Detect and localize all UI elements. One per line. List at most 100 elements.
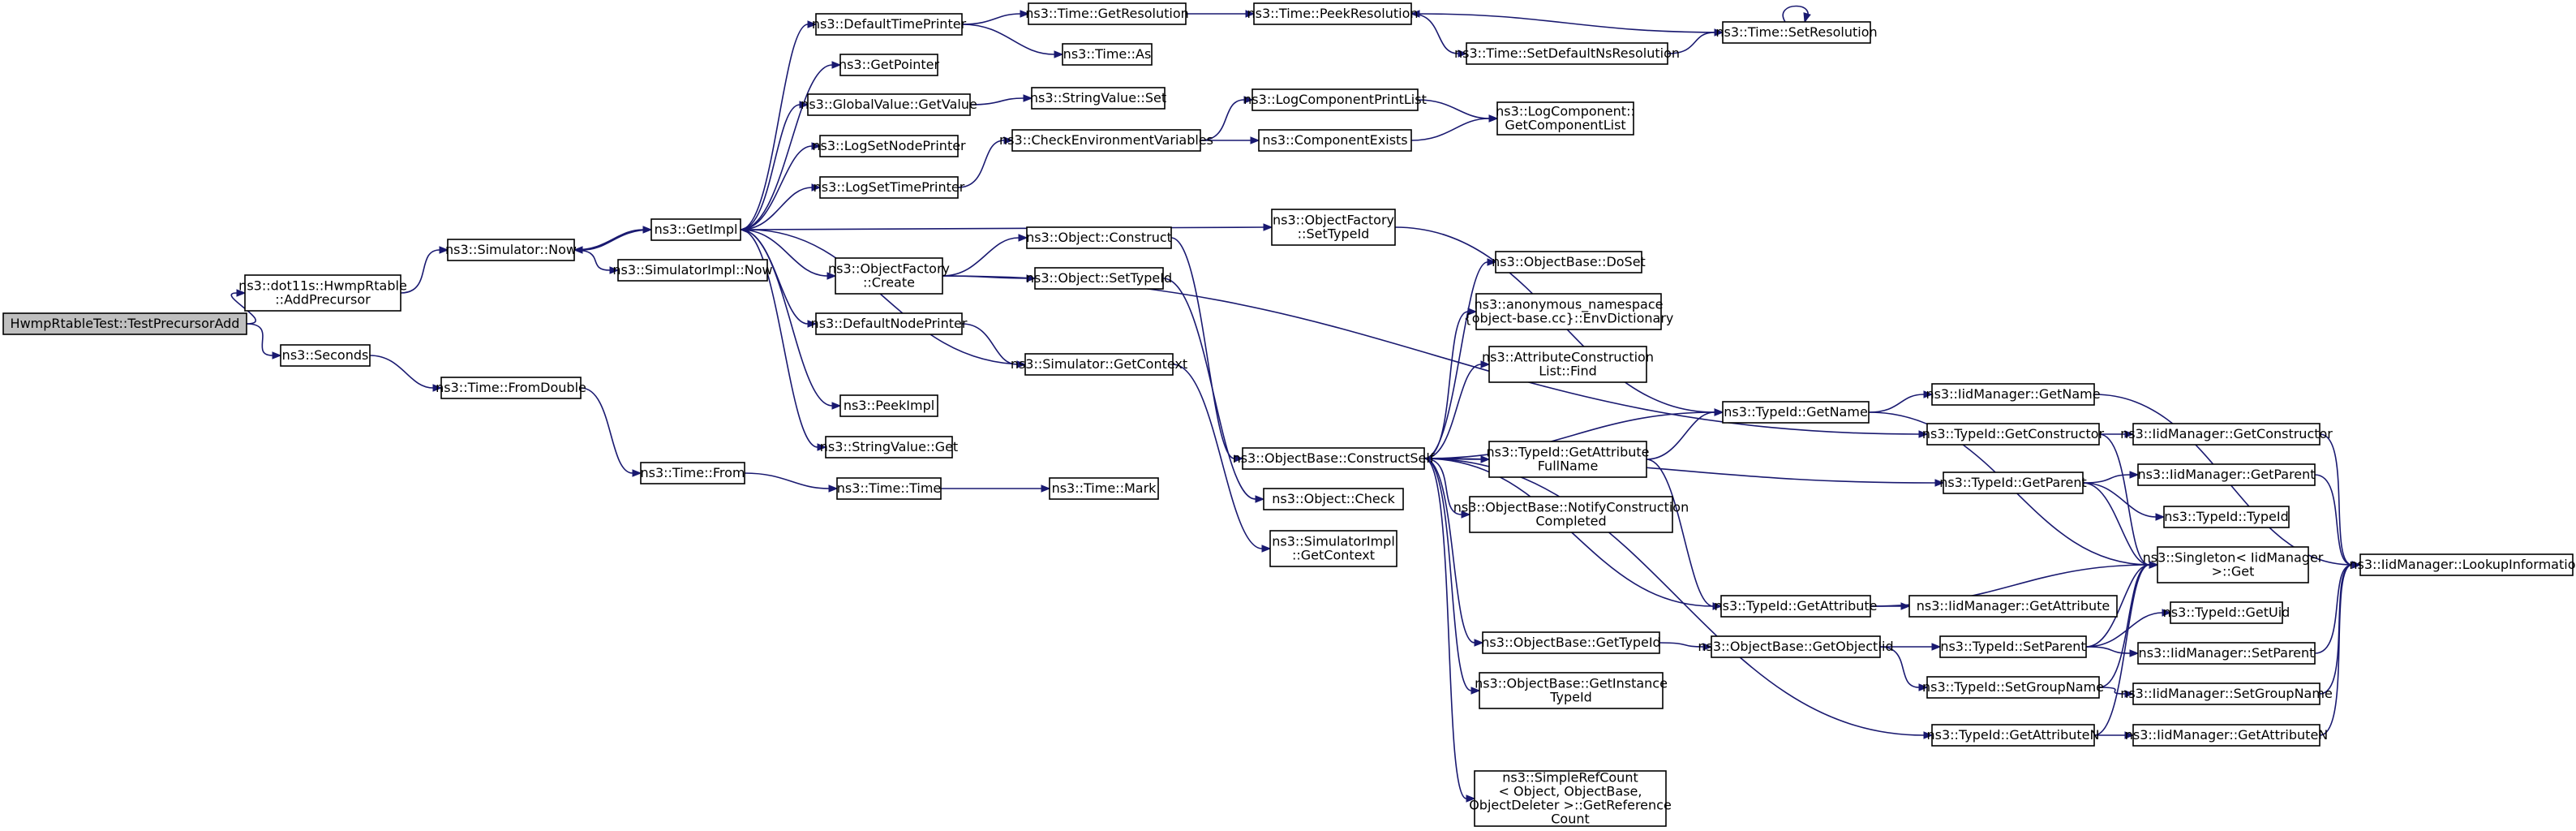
node-envDict[interactable]: ns3::anonymous_namespace{object-base.cc}… <box>1464 293 1674 330</box>
node-box[interactable] <box>617 259 768 282</box>
node-box[interactable] <box>1271 209 1396 246</box>
node-box[interactable] <box>839 54 938 76</box>
node-defNodePrinter[interactable]: ns3::DefaultNodePrinter <box>811 312 968 335</box>
node-box[interactable] <box>440 377 582 399</box>
node-box[interactable] <box>2157 546 2309 583</box>
node-box[interactable] <box>1931 383 2095 406</box>
node-timeTime[interactable]: ns3::Time::Time <box>836 477 942 500</box>
node-fromDouble[interactable]: ns3::Time::FromDouble <box>436 377 586 399</box>
node-ofCreate[interactable]: ns3::ObjectFactory::Create <box>828 257 950 295</box>
node-box[interactable] <box>839 394 938 417</box>
node-box[interactable] <box>1258 129 1412 152</box>
node-svSet[interactable]: ns3::StringValue::Set <box>1030 87 1166 110</box>
node-iidGetConstructor[interactable]: ns3::IidManager::GetConstructor <box>2120 423 2333 446</box>
node-box[interactable] <box>1711 635 1881 658</box>
node-box[interactable] <box>1242 447 1425 470</box>
node-tidGetAttribute[interactable]: ns3::TypeId::GetAttribute <box>1714 595 1878 618</box>
node-box[interactable] <box>2137 642 2316 665</box>
node-simGetContext[interactable]: ns3::Simulator::GetContext <box>1011 353 1187 376</box>
node-box[interactable] <box>280 344 371 367</box>
node-box[interactable] <box>1926 676 2100 699</box>
node-box[interactable] <box>2132 724 2321 747</box>
node-box[interactable] <box>1466 42 1668 65</box>
node-box[interactable] <box>1722 401 1870 424</box>
node-box[interactable] <box>815 13 963 36</box>
node-objConstruct[interactable]: ns3::Object::Construct <box>1026 226 1172 249</box>
node-checkEnv[interactable]: ns3::CheckEnvironmentVariables <box>999 129 1213 152</box>
node-box[interactable] <box>807 93 971 116</box>
node-box[interactable] <box>825 436 953 459</box>
node-box[interactable] <box>1926 423 2100 446</box>
node-iidLookup[interactable]: ns3::IidManager::LookupInformation <box>2349 553 2576 576</box>
node-box[interactable] <box>2132 682 2321 705</box>
node-obGetObjectIid[interactable]: ns3::ObjectBase::GetObjectIid <box>1698 635 1894 658</box>
node-box[interactable] <box>1269 530 1397 567</box>
node-srcGetRef[interactable]: ns3::SimpleRefCount< Object, ObjectBase,… <box>1469 770 1672 827</box>
node-objCheck[interactable]: ns3::Object::Check <box>1263 488 1404 510</box>
node-gvGetValue[interactable]: ns3::GlobalValue::GetValue <box>801 93 977 116</box>
node-iidGetName[interactable]: ns3::IidManager::GetName <box>1926 383 2101 406</box>
node-getPointer[interactable]: ns3::GetPointer <box>839 54 940 76</box>
node-root[interactable]: HwmpRtableTest::TestPrecursorAdd <box>2 312 247 335</box>
node-tidGetUid[interactable]: ns3::TypeId::GetUid <box>2163 601 2290 624</box>
node-box[interactable] <box>1488 346 1647 383</box>
node-iidSetParent[interactable]: ns3::IidManager::SetParent <box>2137 642 2316 665</box>
node-box[interactable] <box>650 218 741 241</box>
node-obGetTypeId[interactable]: ns3::ObjectBase::GetTypeId <box>1481 631 1661 654</box>
node-iidGetParent[interactable]: ns3::IidManager::GetParent <box>2137 463 2316 486</box>
node-simImplGetContext[interactable]: ns3::SimulatorImpl::GetContext <box>1269 530 1397 567</box>
node-box[interactable] <box>1263 488 1404 510</box>
node-box[interactable] <box>1722 21 1871 44</box>
node-box[interactable] <box>819 135 959 157</box>
node-objSetTypeId[interactable]: ns3::Object::SetTypeId <box>1026 267 1172 290</box>
node-box[interactable] <box>2359 553 2574 576</box>
node-box[interactable] <box>1939 635 2087 658</box>
node-box[interactable] <box>447 239 575 261</box>
node-seconds[interactable]: ns3::Seconds <box>280 344 371 367</box>
node-simImplNow[interactable]: ns3::SimulatorImpl::Now <box>612 259 773 282</box>
node-box[interactable] <box>1252 88 1419 111</box>
node-singletonGet[interactable]: ns3::Singleton< IidManager>::Get <box>2143 546 2324 583</box>
node-logSetNodePrinter[interactable]: ns3::LogSetNodePrinter <box>812 135 966 157</box>
node-logCompGetList[interactable]: ns3::LogComponent::GetComponentList <box>1496 101 1635 136</box>
node-box[interactable] <box>1720 595 1871 618</box>
node-box[interactable] <box>1496 101 1634 136</box>
node-iidGetAttributeN[interactable]: ns3::IidManager::GetAttributeN <box>2125 724 2329 747</box>
node-simNow[interactable]: ns3::Simulator::Now <box>445 239 577 261</box>
node-timeGetRes[interactable]: ns3::Time::GetResolution <box>1025 2 1189 25</box>
node-box[interactable] <box>1049 477 1159 500</box>
node-box[interactable] <box>835 257 943 295</box>
node-box[interactable] <box>1031 87 1166 110</box>
node-logCompPrintList[interactable]: ns3::LogComponentPrintList <box>1243 88 1427 111</box>
node-ofSetTypeId[interactable]: ns3::ObjectFactory::SetTypeId <box>1271 209 1396 246</box>
node-box[interactable] <box>1026 226 1172 249</box>
node-box[interactable] <box>2163 506 2290 528</box>
node-box[interactable] <box>815 312 963 335</box>
node-timeSetRes[interactable]: ns3::Time::SetResolution <box>1715 21 1878 44</box>
node-getImpl[interactable]: ns3::GetImpl <box>650 218 741 241</box>
node-obDoSet[interactable]: ns3::ObjectBase::DoSet <box>1492 251 1646 273</box>
node-svGet[interactable]: ns3::StringValue::Get <box>820 436 958 459</box>
node-box[interactable] <box>1253 2 1412 25</box>
node-box[interactable] <box>1062 43 1153 66</box>
node-peekImpl[interactable]: ns3::PeekImpl <box>839 394 938 417</box>
node-box[interactable] <box>1931 724 2095 747</box>
node-timeFrom[interactable]: ns3::Time::From <box>640 462 745 484</box>
node-box[interactable] <box>1034 267 1164 290</box>
node-tidGetAttributeN[interactable]: ns3::TypeId::GetAttributeN <box>1927 724 2100 747</box>
node-box[interactable] <box>1495 251 1642 273</box>
root-node-box[interactable] <box>2 312 247 335</box>
node-box[interactable] <box>244 274 401 312</box>
node-timeAs[interactable]: ns3::Time::As <box>1062 43 1153 66</box>
node-box[interactable] <box>2137 463 2316 486</box>
node-box[interactable] <box>2170 601 2283 624</box>
node-obConstructSelf[interactable]: ns3::ObjectBase::ConstructSelf <box>1233 447 1435 470</box>
node-tidSetParent[interactable]: ns3::TypeId::SetParent <box>1939 635 2087 658</box>
node-timeSetDefNs[interactable]: ns3::Time::SetDefaultNsResolution <box>1454 42 1680 65</box>
node-box[interactable] <box>2132 423 2321 446</box>
node-tidGetParent[interactable]: ns3::TypeId::GetParent <box>1939 471 2087 494</box>
node-iidSetGroupName[interactable]: ns3::IidManager::SetGroupName <box>2120 682 2333 705</box>
